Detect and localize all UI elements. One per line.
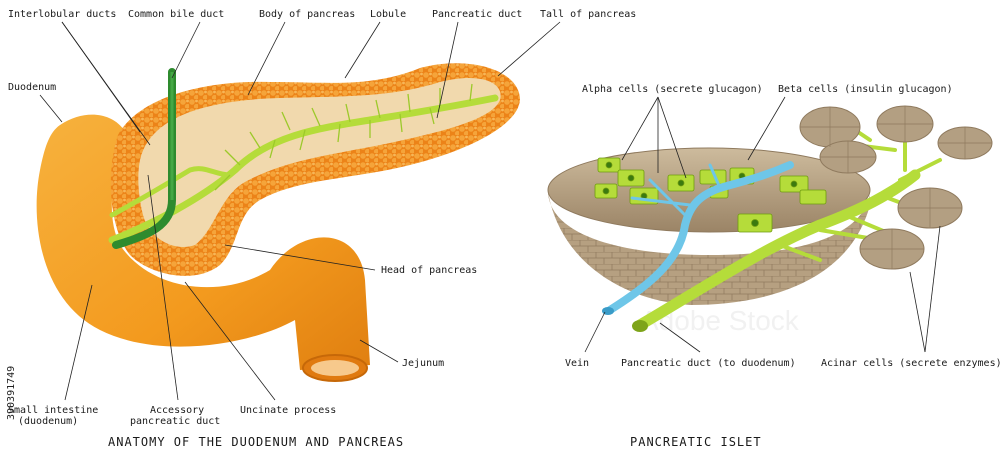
label-islet-duct: Pancreatic duct (to duodenum) <box>621 358 796 369</box>
right-leader-lines <box>584 96 941 353</box>
duodenum-shape <box>36 114 371 370</box>
label-beta-cells: Beta cells (insulin glucagon) <box>778 84 953 95</box>
pancreas-inner <box>138 78 501 247</box>
label-pancreatic-duct: Pancreatic duct <box>432 9 522 20</box>
caption-left: ANATOMY OF THE DUODENUM AND PANCREAS <box>108 435 404 449</box>
islet-body <box>548 192 870 305</box>
label-accessory-duct: Accessory <box>150 405 204 416</box>
label-head-of-pancreas: Head of pancreas <box>381 265 477 276</box>
label-duodenum: Duodenum <box>8 82 56 93</box>
pancreatic-duct <box>108 94 499 244</box>
left-leader-lines <box>39 21 561 401</box>
pancreatic-islet <box>547 105 993 332</box>
accessory-duct <box>109 166 233 218</box>
right-labels: Alpha cells (secrete glucagon) Beta cell… <box>565 84 1000 449</box>
duodenum-pancreas <box>36 63 520 382</box>
label-lobule: Lobule <box>370 9 406 20</box>
left-labels: Interlobular ducts Common bile duct Body… <box>8 9 636 449</box>
label-tail-of-pancreas: Tall of pancreas <box>540 9 636 20</box>
label-body-of-pancreas: Body of pancreas <box>259 9 355 20</box>
acinar-cells <box>799 105 993 270</box>
label-jejunum: Jejunum <box>402 358 444 369</box>
label-uncinate-process: Uncinate process <box>240 405 336 416</box>
label-common-bile-duct: Common bile duct <box>128 9 224 20</box>
label-small-intestine-sub: (duodenum) <box>18 416 78 427</box>
label-small-intestine: Small intestine <box>8 405 98 416</box>
label-interlobular-ducts: Interlobular ducts <box>8 9 116 20</box>
common-bile-duct <box>112 68 176 249</box>
caption-right: PANCREATIC ISLET <box>630 435 762 449</box>
label-accessory-duct-sub: pancreatic duct <box>130 416 220 427</box>
label-vein: Vein <box>565 358 589 369</box>
label-acinar-cells: Acinar cells (secrete enzymes) <box>821 358 1000 369</box>
side-id: 390391749 <box>6 366 17 420</box>
interlobular-ducts <box>214 83 473 191</box>
label-alpha-cells: Alpha cells (secrete glucagon) <box>582 84 763 95</box>
